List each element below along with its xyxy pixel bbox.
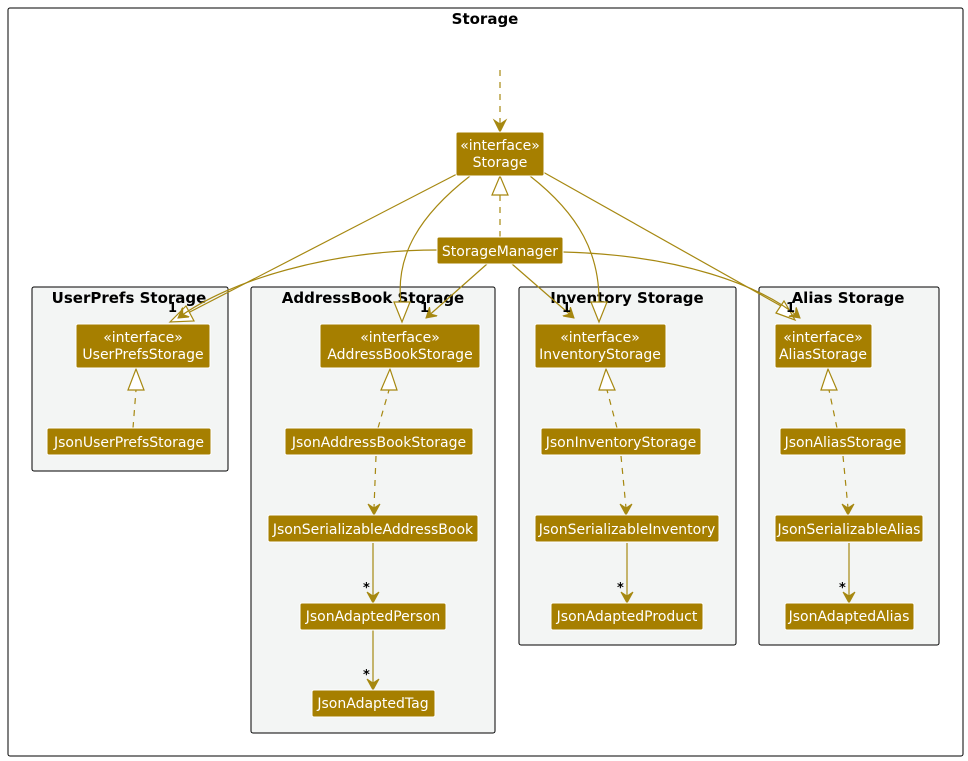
userprefs-storage-name: UserPrefsStorage xyxy=(82,347,203,363)
alias-storage-name: AliasStorage xyxy=(779,347,867,363)
json-serializable-alias-name: JsonSerializableAlias xyxy=(777,522,921,538)
alias-package xyxy=(758,286,940,646)
storage-extends-alias-edge xyxy=(542,171,782,307)
alias-adapted-arrowhead xyxy=(842,591,856,605)
manager-to-inventory-edge xyxy=(511,263,574,318)
json-inventory-storage-class[interactable]: JsonInventoryStorage xyxy=(540,427,702,456)
alias-storage-interface-class[interactable]: «interface» AliasStorage xyxy=(774,323,873,369)
json-adapted-product-name: JsonAdaptedProduct xyxy=(556,609,698,625)
json-inventory-storage-name: JsonInventoryStorage xyxy=(545,435,697,451)
json-alias-realization-triangle xyxy=(820,367,838,391)
inventory-multiplicity: 1 xyxy=(562,301,571,316)
json-serializable-inventory-name: JsonSerializableInventory xyxy=(538,522,716,538)
storage-interface-class[interactable]: «interface» Storage xyxy=(455,131,545,177)
json-adapted-tag-name: JsonAdaptedTag xyxy=(316,696,428,712)
entry-arrowhead xyxy=(492,118,508,134)
manager-to-userprefs-edge xyxy=(178,249,439,318)
person-tag-arrowhead xyxy=(366,678,380,692)
addressbook-package-title: AddressBook Storage xyxy=(282,289,464,307)
storage-extends-addressbook-edge xyxy=(399,175,471,305)
json-adapted-tag-class[interactable]: JsonAdaptedTag xyxy=(311,689,436,718)
json-userprefs-storage-class[interactable]: JsonUserPrefsStorage xyxy=(46,427,212,456)
json-serializable-alias-class[interactable]: JsonSerializableAlias xyxy=(774,514,924,543)
userprefs-package-title: UserPrefs Storage xyxy=(52,289,207,307)
inventory-package xyxy=(518,286,737,646)
addressbook-serializable-dependency-edge xyxy=(373,455,377,509)
inventory-storage-name: InventoryStorage xyxy=(539,347,661,363)
person-multiplicity: * xyxy=(363,581,370,596)
json-addressbook-storage-name: JsonAddressBookStorage xyxy=(291,435,466,451)
alias-multiplicity: 1 xyxy=(786,301,795,316)
storage-extends-inventory-triangle xyxy=(590,301,608,324)
addressbook-person-arrowhead xyxy=(366,591,380,605)
storage-extends-userprefs-edge xyxy=(185,173,458,315)
storage-package-title: Storage xyxy=(452,10,519,28)
inventory-storage-interface-class[interactable]: «interface» InventoryStorage xyxy=(534,323,667,369)
addressbook-storage-stereotype: «interface» xyxy=(360,330,440,346)
json-alias-storage-class[interactable]: JsonAliasStorage xyxy=(779,427,907,456)
json-addressbook-realization-triangle xyxy=(380,367,398,391)
json-serializable-addressbook-class[interactable]: JsonSerializableAddressBook xyxy=(267,514,479,543)
json-adapted-person-name: JsonAdaptedPerson xyxy=(305,609,441,625)
storage-extends-inventory-edge xyxy=(529,175,600,305)
adapted-alias-multiplicity: * xyxy=(839,581,846,596)
inventory-serializable-arrowhead xyxy=(619,503,633,517)
json-inventory-realization-triangle xyxy=(598,367,616,391)
storage-name: Storage xyxy=(473,155,528,171)
inventory-product-arrowhead xyxy=(620,591,634,605)
userprefs-storage-interface-class[interactable]: «interface» UserPrefsStorage xyxy=(75,323,211,369)
alias-package-title: Alias Storage xyxy=(792,289,905,307)
addressbook-storage-name: AddressBookStorage xyxy=(327,347,472,363)
manager-to-alias-edge xyxy=(562,251,800,318)
alias-storage-stereotype: «interface» xyxy=(783,330,863,346)
tag-multiplicity: * xyxy=(363,668,370,683)
alias-serializable-arrowhead xyxy=(841,503,855,517)
storage-stereotype: «interface» xyxy=(460,138,540,154)
manager-to-addressbook-edge xyxy=(426,263,488,318)
product-multiplicity: * xyxy=(617,581,624,596)
json-alias-storage-name: JsonAliasStorage xyxy=(784,435,902,451)
addressbook-storage-interface-class[interactable]: «interface» AddressBookStorage xyxy=(319,323,481,369)
storagemanager-class[interactable]: StorageManager xyxy=(436,236,564,265)
json-addressbook-storage-class[interactable]: JsonAddressBookStorage xyxy=(284,427,474,456)
inventory-serializable-dependency-edge xyxy=(620,455,627,509)
json-userprefs-realization-triangle xyxy=(127,367,145,391)
json-userprefs-storage-name: JsonUserPrefsStorage xyxy=(53,435,204,451)
json-serializable-inventory-class[interactable]: JsonSerializableInventory xyxy=(534,514,720,543)
storagemanager-name: StorageManager xyxy=(442,244,558,260)
inventory-package-title: Inventory Storage xyxy=(550,289,703,307)
addressbook-serializable-arrowhead xyxy=(367,503,381,517)
json-serializable-addressbook-name: JsonSerializableAddressBook xyxy=(272,522,474,538)
json-adapted-alias-class[interactable]: JsonAdaptedAlias xyxy=(784,602,915,631)
addressbook-multiplicity: 1 xyxy=(420,301,429,316)
json-adapted-alias-name: JsonAdaptedAlias xyxy=(788,609,910,625)
storagemanager-realization-triangle xyxy=(491,174,509,196)
storage-extends-addressbook-triangle xyxy=(393,301,411,324)
userprefs-multiplicity: 1 xyxy=(168,301,177,316)
json-adapted-person-class[interactable]: JsonAdaptedPerson xyxy=(299,602,447,631)
userprefs-storage-stereotype: «interface» xyxy=(103,330,183,346)
json-adapted-product-class[interactable]: JsonAdaptedProduct xyxy=(550,602,704,631)
inventory-storage-stereotype: «interface» xyxy=(560,330,640,346)
alias-serializable-dependency-edge xyxy=(842,455,849,509)
